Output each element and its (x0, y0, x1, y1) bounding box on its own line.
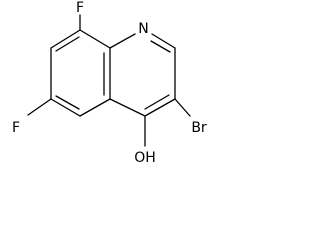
bond-c8a-n1 (109, 33, 136, 49)
bond-n1-c2-inner (150, 40, 171, 53)
bond-c4-c4a (109, 98, 146, 117)
bond-c7-c8-inner (55, 36, 80, 52)
bond-c5-c6 (50, 98, 81, 117)
bond-c7-c8 (50, 29, 81, 49)
hydroxyl-label: OH (134, 150, 156, 166)
bond-c6-f (27, 98, 52, 116)
bond-c3-c4 (144, 98, 176, 117)
fluorine-8-label: F (76, 0, 84, 16)
bond-c8-c8a (79, 29, 111, 49)
bond-lines (27, 14, 191, 147)
bond-c5-c6-inner (55, 95, 80, 110)
quinoline-structure: N F F Br OH (12, 0, 207, 166)
atom-labels: N F F Br OH (12, 0, 207, 166)
bond-c3-br (174, 98, 191, 117)
bromine-label: Br (191, 120, 207, 136)
fluorine-6-label: F (12, 120, 20, 136)
bond-n1-c2 (151, 33, 176, 49)
bond-c4a-c5 (79, 98, 111, 117)
bond-c3-c4-inner (144, 94, 170, 110)
nitrogen-label: N (138, 21, 148, 37)
